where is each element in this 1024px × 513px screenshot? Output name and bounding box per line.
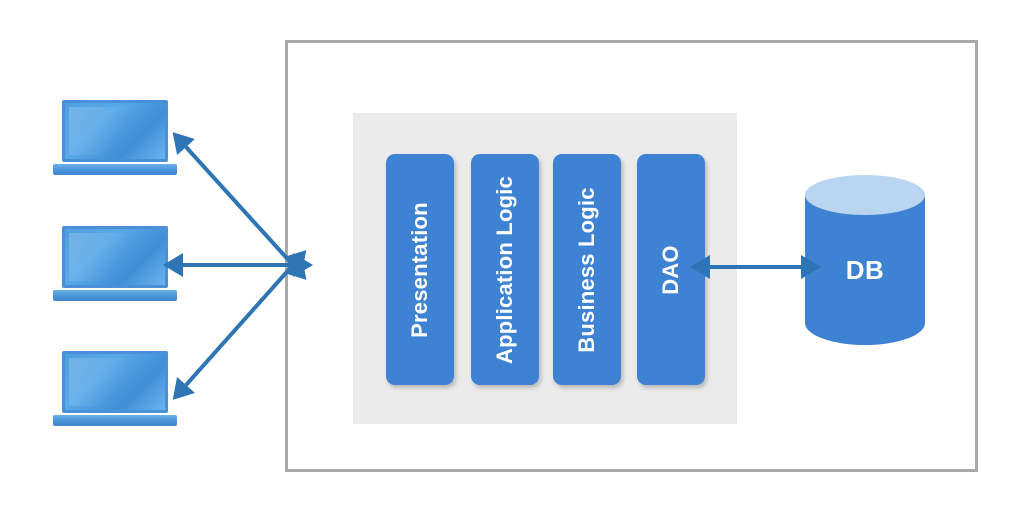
database-label: DB bbox=[845, 254, 885, 285]
layer-label: DAO bbox=[658, 244, 683, 295]
laptop-base-icon bbox=[53, 415, 177, 426]
layer-box-application-logic[interactable]: Application Logic bbox=[471, 154, 539, 385]
layer-box-business-logic[interactable]: Business Logic bbox=[553, 154, 621, 385]
layer-box-dao[interactable]: DAO bbox=[637, 154, 705, 385]
laptop-screen-icon bbox=[62, 226, 168, 288]
laptop-screen-icon bbox=[62, 351, 168, 413]
layer-box-presentation[interactable]: Presentation bbox=[386, 154, 454, 385]
cylinder-body bbox=[805, 195, 925, 345]
arrow-client-3 bbox=[172, 250, 307, 400]
layer-label: Business Logic bbox=[574, 186, 599, 353]
arrow-client-1 bbox=[172, 132, 307, 280]
laptop-screen-icon bbox=[62, 100, 168, 162]
layer-label: Presentation bbox=[407, 201, 432, 338]
cylinder-top-ellipse bbox=[805, 175, 925, 215]
database-cylinder[interactable]: DB bbox=[805, 175, 925, 365]
layer-label: Application Logic bbox=[492, 175, 517, 364]
laptop-base-icon bbox=[53, 290, 177, 301]
laptop-base-icon bbox=[53, 164, 177, 175]
